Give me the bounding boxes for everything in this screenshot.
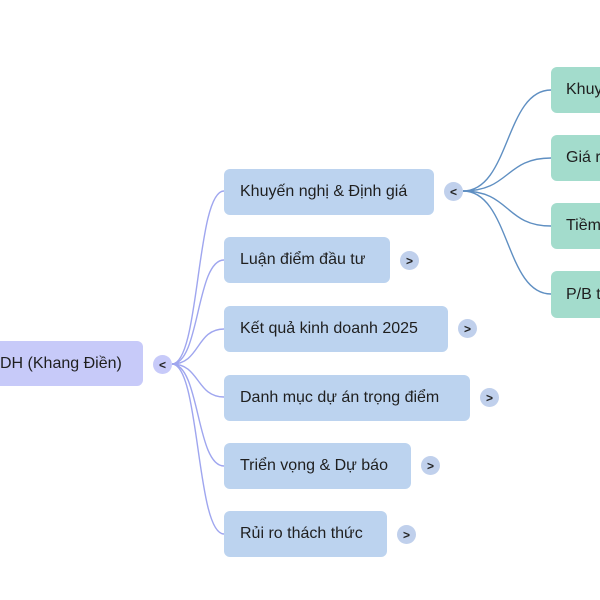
branch-investment-thesis[interactable]: Luận điểm đầu tư bbox=[224, 237, 390, 283]
branch-label: Triển vọng & Dự báo bbox=[240, 457, 388, 474]
branch-outlook-expand-button[interactable]: > bbox=[421, 456, 440, 475]
edge-sub-4 bbox=[462, 190, 552, 295]
branch-label: Luận điểm đầu tư bbox=[240, 251, 366, 268]
sub-label: Giá r bbox=[566, 149, 600, 166]
root-node[interactable]: DH (Khang Điền) bbox=[0, 341, 143, 386]
root-label: DH (Khang Điền) bbox=[0, 354, 122, 372]
edge-root-6 bbox=[171, 363, 225, 535]
sub-node-2[interactable]: Giá r bbox=[551, 135, 600, 181]
branch-recommendation[interactable]: Khuyến nghị & Định giá bbox=[224, 169, 434, 215]
sub-edges bbox=[462, 89, 552, 295]
branch-recommendation-collapse-button[interactable]: < bbox=[444, 182, 463, 201]
edge-root-5 bbox=[171, 363, 225, 467]
branch-risks[interactable]: Rủi ro thách thức bbox=[224, 511, 387, 557]
edge-root-1 bbox=[171, 190, 225, 365]
root-collapse-button[interactable]: < bbox=[153, 355, 172, 374]
branch-risks-expand-button[interactable]: > bbox=[397, 525, 416, 544]
sub-node-3[interactable]: Tiềm bbox=[551, 203, 600, 249]
sub-node-4[interactable]: P/B t bbox=[551, 271, 600, 318]
edge-root-2 bbox=[171, 259, 225, 365]
sub-node-1[interactable]: Khuy bbox=[551, 67, 600, 113]
branch-label: Khuyến nghị & Định giá bbox=[240, 183, 408, 200]
root-edges bbox=[171, 190, 225, 535]
branch-project-portfolio[interactable]: Danh mục dự án trọng điểm bbox=[224, 375, 470, 421]
branch-business-results-expand-button[interactable]: > bbox=[458, 319, 477, 338]
branch-label: Rủi ro thách thức bbox=[240, 525, 363, 542]
edge-root-4 bbox=[171, 363, 225, 398]
edge-sub-2 bbox=[462, 157, 552, 192]
edge-sub-1 bbox=[462, 89, 552, 192]
edge-sub-3 bbox=[462, 190, 552, 227]
branch-business-results[interactable]: Kết quả kinh doanh 2025 bbox=[224, 306, 448, 352]
branch-label: Danh mục dự án trọng điểm bbox=[240, 389, 440, 406]
edge-root-3 bbox=[171, 328, 225, 365]
branch-investment-thesis-expand-button[interactable]: > bbox=[400, 251, 419, 270]
branch-outlook[interactable]: Triển vọng & Dự báo bbox=[224, 443, 411, 489]
sub-label: Tiềm bbox=[566, 217, 600, 234]
sub-label: Khuy bbox=[566, 81, 600, 98]
branch-label: Kết quả kinh doanh 2025 bbox=[240, 320, 418, 337]
sub-label: P/B t bbox=[566, 285, 600, 303]
branch-project-portfolio-expand-button[interactable]: > bbox=[480, 388, 499, 407]
